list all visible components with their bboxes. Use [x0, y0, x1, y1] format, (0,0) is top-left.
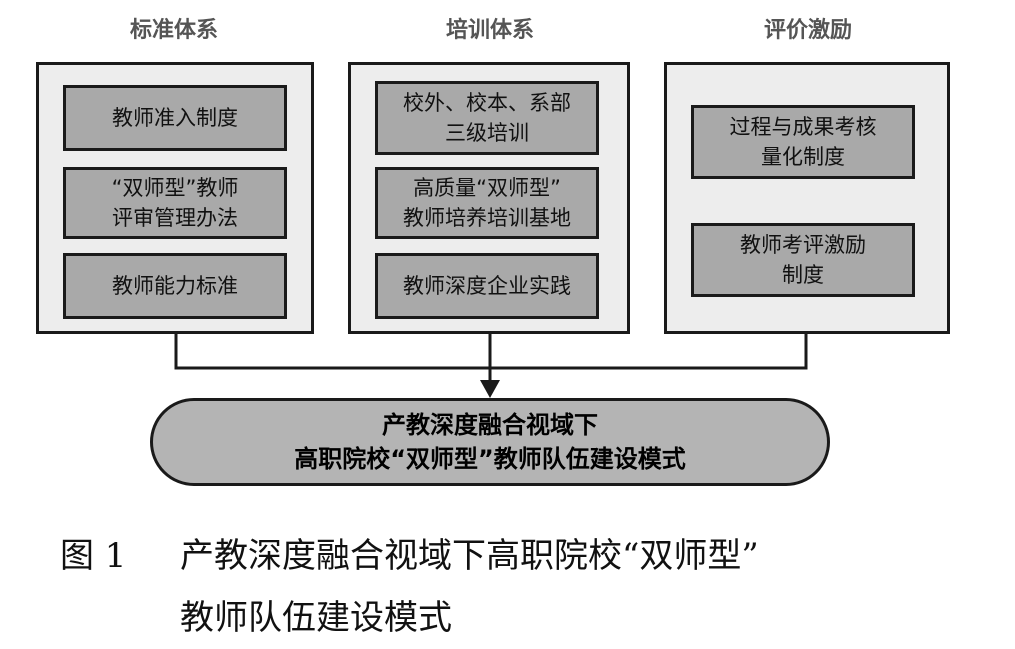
incentive-system-box: 教师考评激励 制度	[691, 223, 915, 297]
training-base-box: 高质量“双师型” 教师培养培训基地	[375, 167, 599, 239]
evaluation-incentive-title: 评价激励	[763, 18, 852, 43]
assessment-quantification-box: 过程与成果考核 量化制度	[691, 105, 915, 179]
figure-caption-line-1: 产教深度融合视域下高职院校“双师型”	[180, 536, 759, 576]
standard-system-panel: 教师准入制度 “双师型”教师 评审管理办法 教师能力标准	[36, 62, 314, 334]
training-system-panel: 校外、校本、系部 三级培训 高质量“双师型” 教师培养培训基地 教师深度企业实践	[348, 62, 630, 334]
dual-teacher-review-box: “双师型”教师 评审管理办法	[63, 167, 287, 239]
training-system-title: 培训体系	[445, 18, 534, 43]
teacher-admission-box: 教师准入制度	[63, 85, 287, 151]
figure-label: 图 1	[60, 536, 127, 576]
standard-system-title: 标准体系	[129, 18, 218, 43]
arrowhead-icon	[480, 380, 500, 398]
enterprise-practice-box: 教师深度企业实践	[375, 253, 599, 319]
teacher-ability-standard-box: 教师能力标准	[63, 253, 287, 319]
evaluation-incentive-panel: 过程与成果考核 量化制度 教师考评激励 制度	[664, 62, 950, 334]
three-level-training-box: 校外、校本、系部 三级培训	[375, 81, 599, 155]
construction-model-oval: 产教深度融合视域下 高职院校“双师型”教师队伍建设模式	[150, 398, 830, 486]
figure-caption-line-2: 教师队伍建设模式	[180, 598, 452, 638]
